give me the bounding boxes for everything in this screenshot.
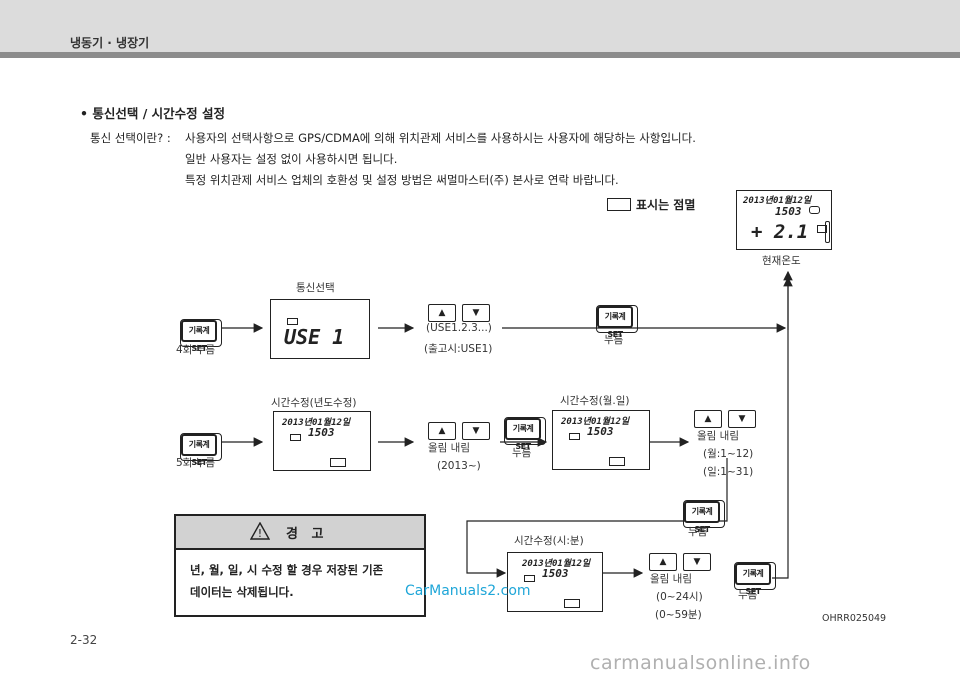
- hm-up-down: 올림 내림: [650, 573, 692, 585]
- lcd-mini-icon: [290, 434, 301, 441]
- lcd-mini-icon: [524, 575, 535, 582]
- lcd-battery-icon: [609, 457, 625, 466]
- md-title: 시간수정(월.일): [560, 395, 630, 407]
- section-title: • 통신선택 / 시간수정 설정: [80, 106, 225, 121]
- lcd-year-date: 2013년01월12일: [282, 418, 351, 428]
- page-number: 2-32: [70, 633, 98, 647]
- up-button-hm[interactable]: ▲: [649, 553, 677, 571]
- lcd-temp: + 2.1: [751, 221, 809, 243]
- year-up-down: 올림 내림: [428, 442, 470, 454]
- page-header: [0, 0, 960, 55]
- warning-line-2: 데이터는 삭제됩니다.: [190, 585, 294, 599]
- comm-title: 통신선택: [296, 282, 335, 294]
- md-range-day: (일:1~31): [703, 466, 754, 478]
- set-button-year-confirm[interactable]: 기록계SET: [504, 417, 546, 451]
- definition-line-2: 일반 사용자는 설정 없이 사용하시면 됩니다.: [185, 152, 398, 166]
- lcd-year: 2013년01월12일 1503: [273, 411, 371, 471]
- definition-line-3: 특정 위치관제 서비스 업체의 호환성 및 설정 방법은 써멀마스터(주) 본사…: [185, 173, 619, 187]
- down-button-year[interactable]: ▼: [462, 422, 490, 440]
- lcd-comm-value: USE 1: [284, 325, 345, 349]
- down-button-comm[interactable]: ▼: [462, 304, 490, 322]
- down-button-md[interactable]: ▼: [728, 410, 756, 428]
- up-button-md[interactable]: ▲: [694, 410, 722, 428]
- warning-title: 경 고: [286, 527, 324, 542]
- comm-set-press: 누름: [604, 334, 624, 346]
- up-button-year[interactable]: ▲: [428, 422, 456, 440]
- year-press-label: 5회 누름: [176, 457, 215, 469]
- lcd-battery-icon: [564, 599, 580, 608]
- lcd-hour-min: 2013년01월12일 1503: [507, 552, 603, 612]
- year-set-press: 누름: [512, 447, 532, 459]
- hm-set-press: 누름: [738, 589, 758, 601]
- set-button-md-confirm[interactable]: 기록계SET: [683, 500, 725, 534]
- md-up-down: 올림 내림: [697, 430, 739, 442]
- definition-label: 통신 선택이란? :: [90, 131, 171, 145]
- arrow-md-to-hm: [466, 458, 728, 578]
- hm-title: 시간수정(시:분): [514, 535, 584, 547]
- lcd-hm-date: 2013년01월12일: [522, 559, 591, 569]
- lcd-current-temp: 2013년01월12일 1503 + 2.1: [736, 190, 832, 250]
- header-rule: [0, 52, 960, 58]
- svg-text:!: !: [258, 527, 262, 540]
- comm-range: (USE1.2.3...): [426, 322, 492, 334]
- set-button-hm-confirm[interactable]: 기록계SET: [734, 562, 776, 596]
- comm-press-label: 4회 누름: [176, 344, 215, 356]
- lcd-year-clock: 1503: [308, 426, 335, 439]
- warning-triangle-icon: !: [250, 522, 270, 540]
- current-temp-label: 현재온도: [762, 255, 801, 267]
- thermometer-icon: [825, 221, 830, 243]
- chapter-title: 냉동기 · 냉장기: [70, 36, 150, 50]
- warning-line-1: 년, 월, 일, 시 수정 할 경우 저장된 기존: [190, 563, 384, 577]
- figure-code: OHRR025049: [822, 613, 887, 624]
- lcd-mini-icon: [569, 433, 580, 440]
- definition-line-1: 사용자의 선택사항으로 GPS/CDMA에 의해 위치관제 서비스를 사용하시는…: [185, 131, 696, 145]
- warning-box: ! 경 고 년, 월, 일, 시 수정 할 경우 저장된 기존 데이터는 삭제됩…: [174, 514, 426, 617]
- md-range-month: (월:1~12): [703, 448, 754, 460]
- lcd-md-clock: 1503: [587, 425, 614, 438]
- blink-legend-box: [607, 198, 631, 211]
- arrow-hm-to-temp: [772, 276, 793, 579]
- warning-header: ! 경 고: [176, 516, 424, 550]
- up-button-comm[interactable]: ▲: [428, 304, 456, 322]
- set-button-comm-confirm[interactable]: 기록계SET: [596, 305, 638, 339]
- footer-watermark: carmanualsonline.info: [590, 652, 811, 674]
- lcd-date: 2013년01월12일: [743, 196, 812, 206]
- hm-range-hour: (0~24시): [656, 591, 703, 603]
- lcd-hm-clock: 1503: [542, 567, 569, 580]
- lcd-battery-icon: [330, 458, 346, 467]
- down-button-hm[interactable]: ▼: [683, 553, 711, 571]
- md-set-press: 누름: [688, 526, 708, 538]
- hm-range-min: (0~59분): [655, 609, 702, 621]
- battery-icon: [817, 225, 827, 233]
- year-range: (2013~): [437, 460, 481, 472]
- set-button-year-entry[interactable]: 기록계SET: [180, 433, 222, 467]
- year-title: 시간수정(년도수정): [271, 397, 357, 409]
- set-button-comm[interactable]: 기록계SET: [180, 319, 222, 353]
- blink-legend-label: 표시는 점멸: [636, 198, 696, 212]
- comm-default: (출고시:USE1): [424, 343, 493, 355]
- lcd-md-date: 2013년01월12일: [561, 417, 630, 427]
- lcd-mini-icon: [287, 318, 298, 325]
- watermark-text: CarManuals2.com: [405, 583, 531, 599]
- lcd-clock: 1503: [775, 205, 802, 218]
- lcd-comm: USE 1: [270, 299, 370, 359]
- lcd-month-day: 2013년01월12일 1503: [552, 410, 650, 470]
- signal-icon: [809, 206, 820, 214]
